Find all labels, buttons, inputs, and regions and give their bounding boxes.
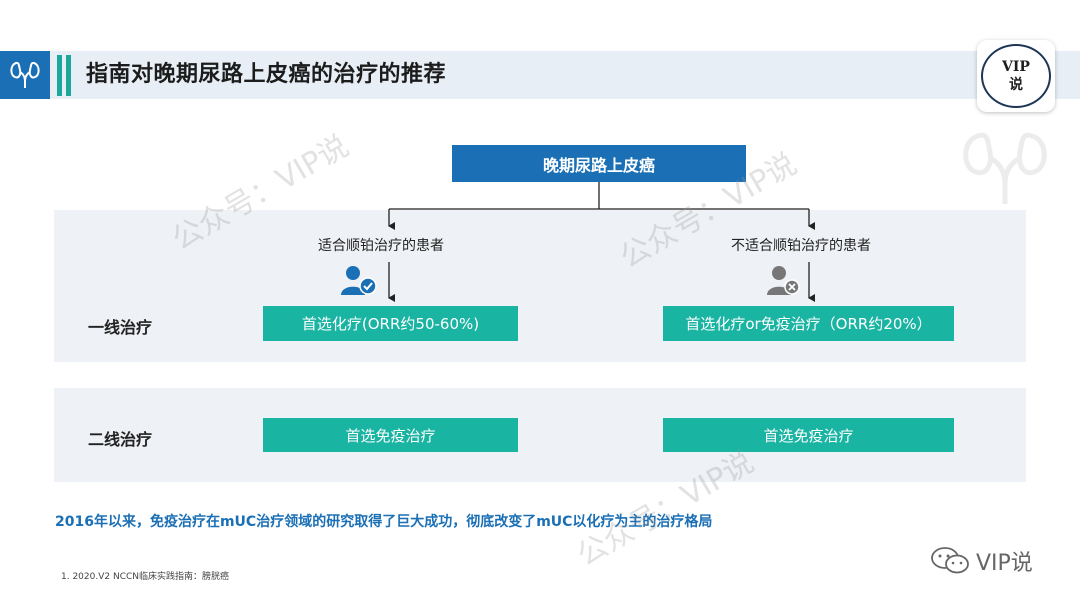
summary-note: 2016年以来，免疫治疗在mUC治疗领域的研究取得了巨大成功，彻底改变了mUC以… bbox=[55, 514, 713, 530]
kidney-icon bbox=[0, 51, 50, 99]
vip-badge-circle: VIP 说 bbox=[981, 44, 1051, 108]
wechat-account-name: VIP说 bbox=[976, 551, 1033, 576]
row-label-first-line: 一线治疗 bbox=[88, 318, 153, 337]
reference-footnote: 1. 2020.V2 NCCN临床实践指南：膀胱癌 bbox=[61, 572, 229, 582]
vip-badge-line1: VIP bbox=[1002, 59, 1030, 75]
first-line-ineligible-box: 首选化疗or免疫治疗（ORR约20%） bbox=[663, 306, 954, 341]
branch-label-cisplatin-eligible: 适合顺铂治疗的患者 bbox=[318, 238, 444, 254]
row-label-second-line: 二线治疗 bbox=[88, 430, 153, 449]
branch-label-cisplatin-ineligible: 不适合顺铂治疗的患者 bbox=[731, 238, 871, 254]
wechat-icon bbox=[931, 547, 969, 574]
second-line-ineligible-box: 首选免疫治疗 bbox=[663, 418, 954, 452]
first-line-eligible-box: 首选化疗(ORR约50-60%) bbox=[263, 306, 518, 341]
user-cross-icon bbox=[767, 264, 807, 300]
vip-badge-line2: 说 bbox=[1009, 77, 1023, 93]
second-line-eligible-box: 首选免疫治疗 bbox=[263, 418, 518, 452]
page-title: 指南对晚期尿路上皮癌的治疗的推荐 bbox=[86, 62, 447, 87]
header-accent-bar bbox=[57, 55, 62, 96]
vip-badge: VIP 说 bbox=[977, 40, 1055, 112]
root-node: 晚期尿路上皮癌 bbox=[452, 145, 746, 182]
user-check-icon bbox=[339, 264, 379, 300]
kidney-watermark-icon bbox=[960, 128, 1050, 212]
wechat-account-mark: VIP说 bbox=[930, 545, 1033, 577]
header-accent-bar bbox=[66, 55, 71, 96]
header-band bbox=[0, 51, 1080, 99]
